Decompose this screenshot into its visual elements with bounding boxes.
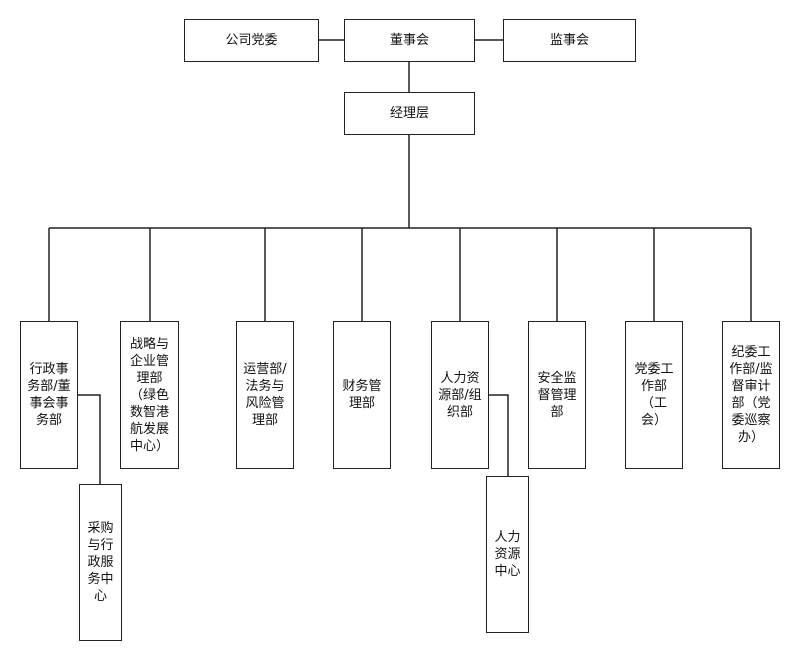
party-committee-box: 公司党委 (184, 19, 319, 62)
hr-center-box: 人力资源中心 (486, 476, 529, 633)
connector-admin-procurement (78, 394, 101, 484)
department-label-5: 人力资源部/组织部 (438, 370, 482, 420)
department-label-3: 运营部/法务与风险管理部 (243, 362, 287, 428)
department-box-8: 纪委工作部/监督审计部（党委巡察办） (722, 321, 780, 469)
department-box-5: 人力资源部/组织部 (431, 321, 489, 469)
department-label-2: 战略与企业管理部（绿色数智港航发展中心） (129, 336, 169, 454)
management-box: 经理层 (344, 92, 475, 135)
procurement-center-label: 采购与行政服务中心 (87, 521, 114, 604)
department-box-2: 战略与企业管理部（绿色数智港航发展中心） (120, 321, 179, 469)
supervisory-board-label: 监事会 (549, 33, 589, 48)
department-box-3: 运营部/法务与风险管理部 (236, 321, 294, 469)
department-box-1: 行政事务部/董事会事务部 (20, 321, 78, 469)
party-committee-label: 公司党委 (225, 33, 278, 48)
connector-hr-hrcenter (488, 394, 509, 476)
hr-center-label: 人力资源中心 (494, 530, 521, 579)
supervisory-board-box: 监事会 (503, 19, 636, 62)
department-label-6: 安全监督管理部 (537, 370, 577, 420)
procurement-center-box: 采购与行政服务中心 (79, 484, 122, 641)
board-of-directors-label: 董事会 (389, 33, 429, 48)
department-box-4: 财务管理部 (333, 321, 391, 469)
department-label-7: 党委工作部（工会） (634, 362, 674, 428)
department-box-7: 党委工作部（工会） (625, 321, 683, 469)
department-label-1: 行政事务部/董事会事务部 (27, 362, 71, 428)
department-box-6: 安全监督管理部 (528, 321, 586, 469)
board-of-directors-box: 董事会 (344, 19, 475, 62)
department-label-4: 财务管理部 (342, 379, 382, 411)
department-label-8: 纪委工作部/监督审计部（党委巡察办） (729, 345, 773, 445)
management-label: 经理层 (389, 106, 429, 121)
